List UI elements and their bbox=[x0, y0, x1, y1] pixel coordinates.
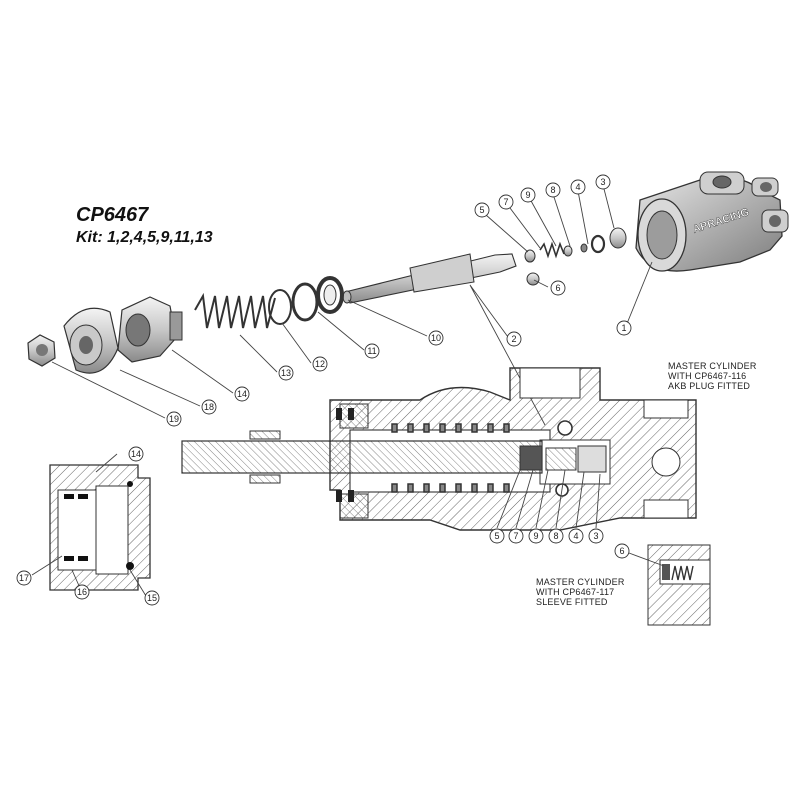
lock-nut bbox=[27, 334, 56, 367]
callout-section-7: 7 bbox=[508, 528, 524, 544]
callout-exploded-5: 5 bbox=[474, 202, 490, 218]
svg-text:8: 8 bbox=[553, 531, 558, 541]
akb-note-line-2: WITH CP6467-116 bbox=[668, 371, 747, 381]
svg-text:19: 19 bbox=[169, 414, 179, 424]
akb-note-line-1: MASTER CYLINDER bbox=[668, 361, 757, 371]
svg-text:14: 14 bbox=[131, 449, 141, 459]
svg-text:13: 13 bbox=[281, 368, 291, 378]
callout-12: 12 bbox=[312, 356, 328, 372]
svg-text:3: 3 bbox=[600, 177, 605, 187]
callout-section-9: 9 bbox=[528, 528, 544, 544]
callout-19: 19 bbox=[166, 411, 182, 427]
callout-sleeve-15: 15 bbox=[144, 590, 160, 606]
svg-text:12: 12 bbox=[315, 359, 325, 369]
callout-sleeve-16: 16 bbox=[74, 584, 90, 600]
callout-11: 11 bbox=[364, 343, 380, 359]
akb-plug-note: MASTER CYLINDER WITH CP6467-116 AKB PLUG… bbox=[668, 361, 757, 391]
cylinder-section-view bbox=[181, 367, 697, 531]
callout-13: 13 bbox=[278, 365, 294, 381]
callout-exploded-7: 7 bbox=[498, 194, 514, 210]
svg-text:10: 10 bbox=[431, 333, 441, 343]
callout-14: 14 bbox=[234, 386, 250, 402]
callout-exploded-4: 4 bbox=[570, 179, 586, 195]
svg-text:14: 14 bbox=[237, 389, 247, 399]
svg-text:15: 15 bbox=[147, 593, 157, 603]
sleeve-note-line-3: SLEEVE FITTED bbox=[536, 597, 608, 607]
svg-text:4: 4 bbox=[575, 182, 580, 192]
cap-assembly bbox=[63, 307, 119, 374]
svg-text:4: 4 bbox=[573, 531, 578, 541]
svg-text:8: 8 bbox=[550, 185, 555, 195]
svg-text:5: 5 bbox=[479, 205, 484, 215]
svg-text:11: 11 bbox=[367, 346, 376, 356]
callout-detail-6: 6 bbox=[614, 543, 630, 559]
svg-text:9: 9 bbox=[525, 190, 530, 200]
kit-list: Kit: 1,2,4,5,9,11,13 bbox=[76, 229, 213, 246]
sleeve-note: MASTER CYLINDER WITH CP6467-117 SLEEVE F… bbox=[536, 577, 625, 607]
callout-exploded-6: 6 bbox=[550, 280, 566, 296]
exploded-leader-lines bbox=[51, 184, 653, 426]
gland-nut bbox=[117, 296, 183, 363]
sleeve-note-line-1: MASTER CYLINDER bbox=[536, 577, 625, 587]
part-title-block: CP6467 Kit: 1,2,4,5,9,11,13 bbox=[76, 203, 213, 249]
sleeve-detail-view bbox=[31, 453, 151, 597]
svg-text:7: 7 bbox=[503, 197, 508, 207]
callout-1: 1 bbox=[616, 320, 632, 336]
callout-exploded-3: 3 bbox=[595, 174, 611, 190]
svg-text:5: 5 bbox=[494, 531, 499, 541]
detail-6-view bbox=[628, 544, 711, 626]
svg-text:1: 1 bbox=[621, 323, 626, 333]
callout-10: 10 bbox=[428, 330, 444, 346]
svg-text:7: 7 bbox=[513, 531, 518, 541]
callout-sleeve-17: 17 bbox=[16, 570, 32, 586]
svg-text:6: 6 bbox=[619, 546, 624, 556]
callout-section-8: 8 bbox=[548, 528, 564, 544]
push-rod bbox=[342, 253, 517, 304]
callout-exploded-9: 9 bbox=[520, 187, 536, 203]
callout-section-4: 4 bbox=[568, 528, 584, 544]
section-leader-lines bbox=[496, 469, 601, 529]
callout-section-3: 3 bbox=[588, 528, 604, 544]
part-number-title: CP6467 bbox=[76, 204, 149, 226]
master-cylinder-body: APRACING bbox=[635, 171, 789, 272]
svg-text:18: 18 bbox=[204, 402, 214, 412]
svg-text:3: 3 bbox=[593, 531, 598, 541]
svg-text:6: 6 bbox=[555, 283, 560, 293]
callout-2: 2 bbox=[506, 331, 522, 347]
seals-and-spring bbox=[194, 276, 344, 329]
akb-note-line-3: AKB PLUG FITTED bbox=[668, 381, 751, 391]
callout-section-5: 5 bbox=[489, 528, 505, 544]
callout-sleeve-14: 14 bbox=[128, 446, 144, 462]
callout-18: 18 bbox=[201, 399, 217, 415]
callout-exploded-8: 8 bbox=[545, 182, 561, 198]
svg-text:16: 16 bbox=[77, 587, 87, 597]
sleeve-note-line-2: WITH CP6467-117 bbox=[536, 587, 615, 597]
valve-small-parts bbox=[524, 227, 627, 286]
svg-text:2: 2 bbox=[511, 334, 516, 344]
callout-bubbles: 5 7 9 8 4 3 6 10 11 12 13 14 18 19 2 1 5… bbox=[16, 174, 632, 606]
svg-text:17: 17 bbox=[19, 573, 29, 583]
svg-text:9: 9 bbox=[533, 531, 538, 541]
